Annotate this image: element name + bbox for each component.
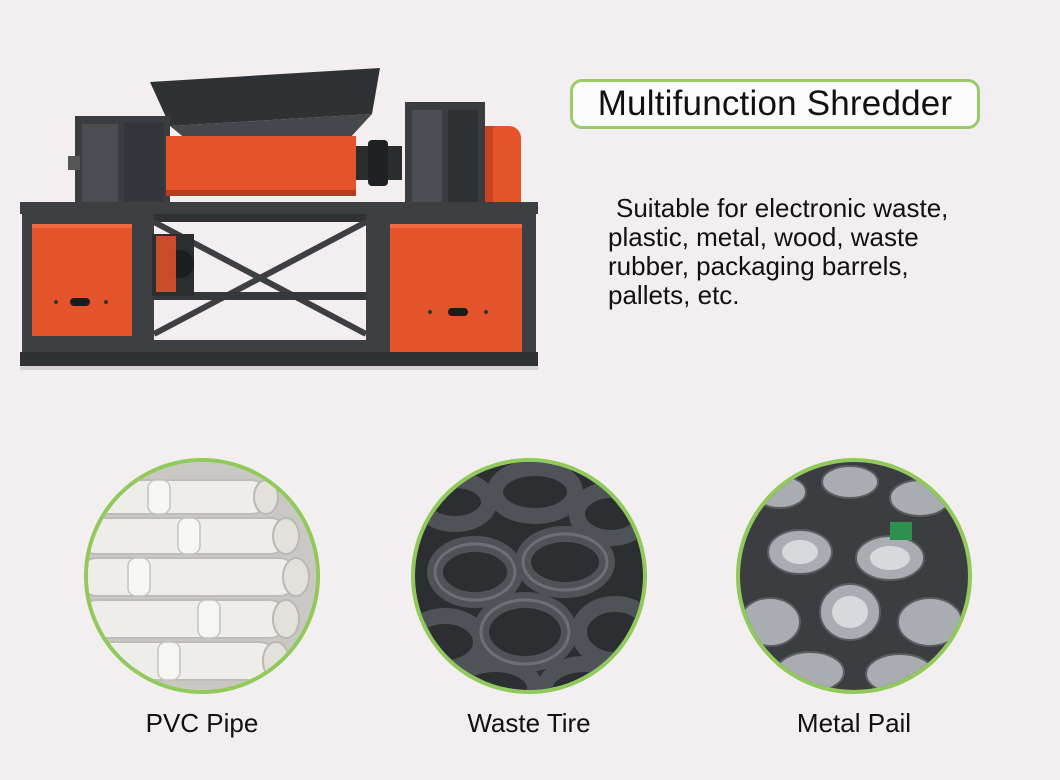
description-line: plastic, metal, wood, waste <box>608 222 919 252</box>
description-line: rubber, packaging barrels, <box>608 251 909 281</box>
metal-pail-image <box>736 458 972 694</box>
material-item-pvc-pipe: PVC Pipe <box>82 458 322 739</box>
description: Suitable for electronic waste, plastic, … <box>608 194 1028 310</box>
shredder-machine-image <box>20 64 538 370</box>
material-item-metal-pail: Metal Pail <box>734 458 974 739</box>
material-label: PVC Pipe <box>145 708 259 738</box>
pvc-pipe-image <box>84 458 320 694</box>
waste-tire-image <box>411 458 647 694</box>
description-line: Suitable for electronic waste, <box>616 193 949 223</box>
description-line: pallets, etc. <box>608 280 740 310</box>
material-label: Waste Tire <box>467 708 591 738</box>
material-label: Metal Pail <box>796 708 912 738</box>
material-item-waste-tire: Waste Tire <box>409 458 649 739</box>
title-box: Multifunction Shredder <box>570 79 980 129</box>
page-title: Multifunction Shredder <box>597 84 953 123</box>
